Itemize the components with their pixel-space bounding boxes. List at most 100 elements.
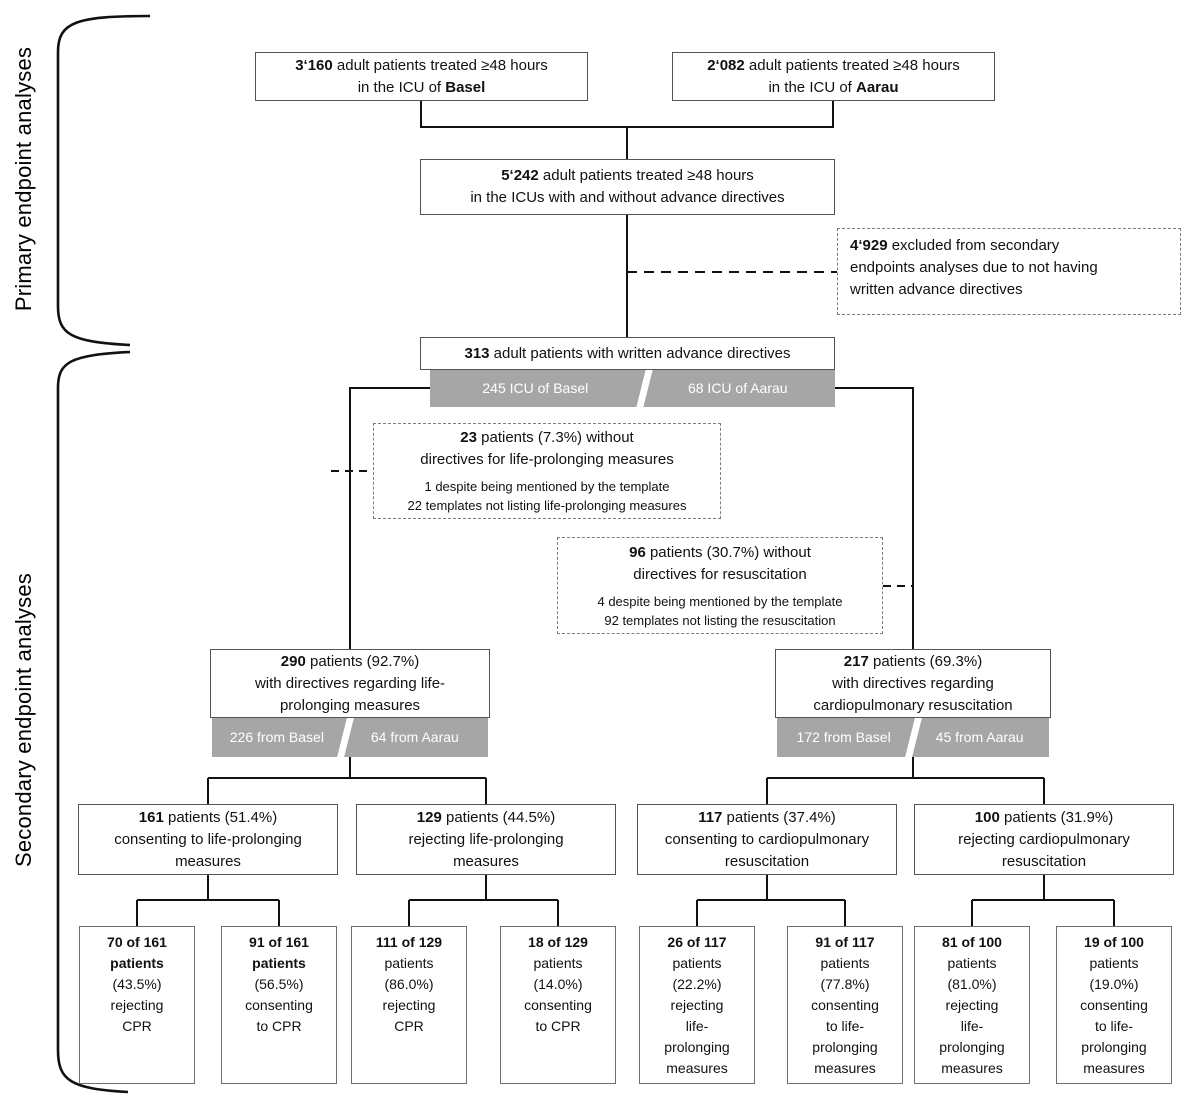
row4-3-line1: 100 patients (31.9%) [974,808,1114,826]
leaf-line: CPR [122,1018,152,1034]
row4-1-line3: measures [453,852,519,870]
leaf-line: patients [384,955,434,971]
lpm-line2: with directives regarding life- [254,674,446,692]
row4-0-line2: consenting to life-prolonging [114,830,302,848]
box-23-no-lpm-directives: 23 patients (7.3%) without directives fo… [373,423,721,519]
cpr-line1: 217 patients (69.3%) [843,652,983,670]
leaf-line-bold: 81 of 100 [942,934,1002,950]
row4-2-line3: resuscitation [724,852,810,870]
connector-129-split [408,875,559,926]
bar-290-basel: 226 from Basel [229,729,324,745]
leaf-line: patients [672,955,722,971]
box-161-consenting-lpm: 161 patients (51.4%) consenting to life-… [78,804,338,875]
leaf-line: rejecting [382,997,436,1013]
leaf-line: measures [941,1060,1003,1076]
leaf-line: life- [685,1018,709,1034]
aarau-line1: 2‘082 adult patients treated ≥48 hours [707,56,960,74]
leaf-line-bold: 70 of 161 [107,934,167,950]
row4-2-line2: consenting to cardiopulmonary [664,830,870,848]
leaf-line: rejecting [110,997,164,1013]
leaf-line: (86.0%) [384,976,434,992]
box-313-directives: 313 adult patients with written advance … [420,337,835,370]
leaf-line: to CPR [535,1018,581,1034]
leaf-line: to CPR [256,1018,302,1034]
bar-313-aarau: 68 ICU of Aarau [687,380,788,396]
aarau-line2: in the ICU of Aarau [768,78,899,96]
leaf-line: measures [666,1060,728,1076]
row4-0-line1: 161 patients (51.4%) [138,808,278,826]
leaf-line: (81.0%) [947,976,997,992]
primary-endpoint-label: Primary endpoint analyses [11,46,36,312]
leaf-line-bold: 26 of 117 [667,934,727,950]
leaf-line-bold: 91 of 117 [815,934,875,950]
no-lpm-note2: 22 templates not listing life-prolonging… [407,498,687,513]
connector-117-split [696,875,846,926]
no-lpm-note1: 1 despite being mentioned by the templat… [424,479,670,494]
excluded-line1: 4‘929 excluded from secondary [850,237,1060,254]
lpm-line3: prolonging measures [279,696,421,714]
leaf-line: rejecting [670,997,724,1013]
no-lpm-line1: 23 patients (7.3%) without [460,429,634,446]
leaf-line: prolonging [939,1039,1005,1055]
excluded-line3: written advance directives [850,281,1023,298]
leaf-line: patients [947,955,997,971]
excluded-line2: endpoints analyses due to not having [850,259,1098,276]
leaf-line: consenting [524,997,592,1013]
box-excluded-secondary: 4‘929 excluded from secondary endpoints … [837,228,1181,315]
leaf-line: (19.0%) [1089,976,1139,992]
cpr-line2: with directives regarding [832,674,994,692]
leaf-line: patients [1089,955,1139,971]
row4-2-line1: 117 patients (37.4%) [698,808,836,826]
leaf-line: to life- [825,1018,865,1034]
box-combined-total: 5‘242 adult patients treated ≥48 hours i… [420,159,835,215]
leaf-line: life- [960,1018,984,1034]
box-19-of-100-consenting-lpm: 19 of 100 patients (19.0%) consenting to lif… [1056,926,1172,1084]
secondary-bracket [56,350,131,1094]
bar-217-aarau: 45 from Aarau [935,729,1024,745]
no-cpr-line1: 96 patients (30.7%) without [629,543,811,561]
box-96-no-cpr-directives: 96 patients (30.7%) without directives f… [557,537,883,634]
leaf-line-bold: 19 of 100 [1084,934,1144,950]
row4-3-line3: resuscitation [1001,852,1087,870]
basel-line1: 3‘160 adult patients treated ≥48 hours [295,56,548,74]
bar-290-aarau: 64 from Aarau [370,729,459,745]
row4-0-line3: measures [175,852,241,870]
leaf-line: prolonging [1081,1039,1147,1055]
no-cpr-note1: 4 despite being mentioned by the templat… [597,593,843,609]
no-cpr-note2: 92 templates not listing the resuscitati… [604,612,836,628]
box-aarau-total: 2‘082 adult patients treated ≥48 hours i… [672,52,995,101]
leaf-line: (22.2%) [672,976,722,992]
lpm-line1: 290 patients (92.7%) [280,652,420,670]
leaf-line: consenting [245,997,313,1013]
leaf-line-bold: 91 of 161 [249,934,309,950]
leaf-line-bold: patients [252,955,306,971]
leaf-line: (43.5%) [112,976,162,992]
box-basel-total: 3‘160 adult patients treated ≥48 hours i… [255,52,588,101]
bar-217-basel: 172 from Basel [796,729,891,745]
leaf-line: consenting [811,997,879,1013]
connector-313-to-290 [349,387,431,649]
primary-bracket [56,14,151,347]
leaf-line: to life- [1094,1018,1134,1034]
row4-1-line2: rejecting life-prolonging [408,830,564,848]
bar-290-split: 226 from Basel 64 from Aarau [212,718,488,757]
leaf-line-bold: 18 of 129 [528,934,588,950]
leaf-line: consenting [1080,997,1148,1013]
leaf-line: patients [820,955,870,971]
connector-290-split [207,757,487,804]
box-217-cpr-directives: 217 patients (69.3%) with directives reg… [775,649,1051,718]
box-117-consenting-cpr: 117 patients (37.4%) consenting to cardi… [637,804,897,875]
box-129-rejecting-lpm: 129 patients (44.5%) rejecting life-prol… [356,804,616,875]
secondary-endpoint-label: Secondary endpoint analyses [11,572,36,868]
connector-313-to-217 [834,387,914,649]
bar-217-split: 172 from Basel 45 from Aarau [777,718,1049,757]
connector-161-split [136,875,280,926]
leaf-line: patients [533,955,583,971]
